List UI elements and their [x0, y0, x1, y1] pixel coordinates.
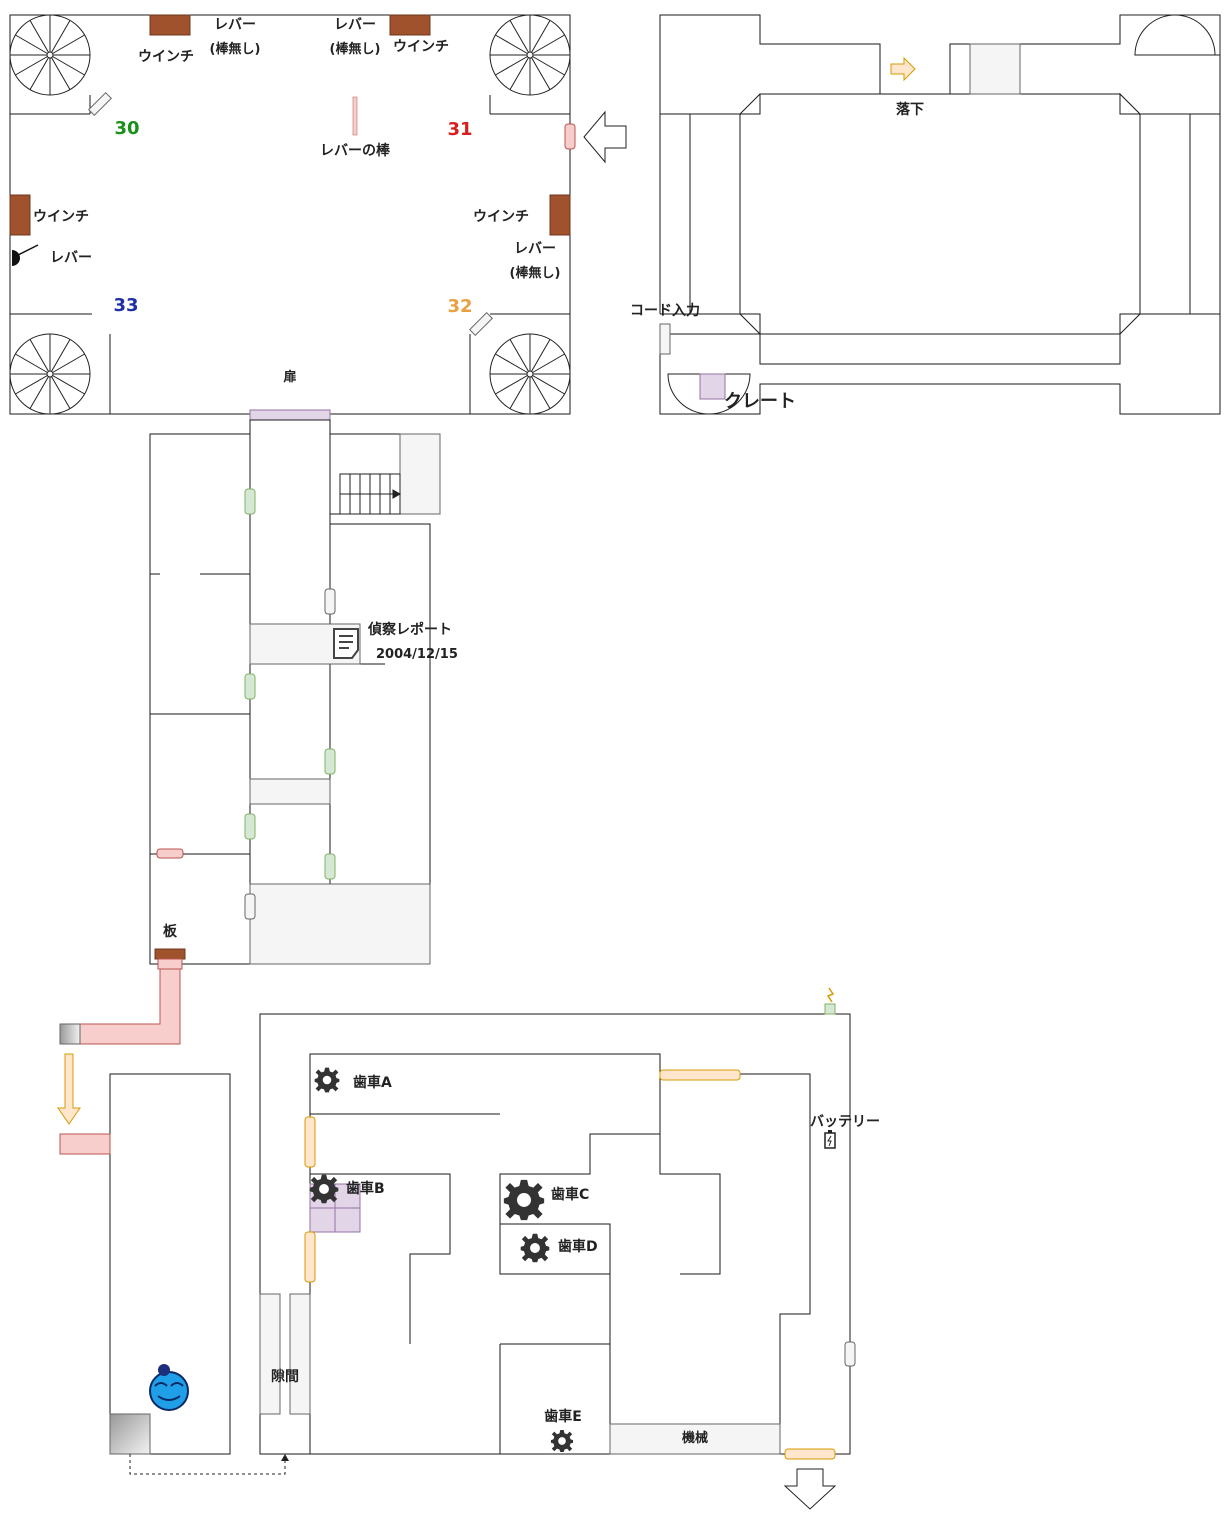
middle-area [149, 419, 441, 965]
gray-door[interactable] [324, 588, 336, 615]
orange-door[interactable] [304, 1231, 316, 1283]
floor-tile [969, 43, 1021, 95]
battery-label: バッテリー [810, 1114, 880, 1130]
player-icon[interactable] [149, 1364, 189, 1411]
passage-end [109, 1413, 151, 1455]
lever-no-rod-label: (棒無し) [330, 41, 381, 57]
arrow-icon [281, 1454, 289, 1461]
semi-circle-stairs [1134, 14, 1216, 56]
gap-pillar [289, 1293, 311, 1415]
arrow-icon [890, 56, 916, 82]
machine[interactable] [609, 1423, 781, 1455]
green-door[interactable] [324, 853, 336, 880]
green-door[interactable] [244, 673, 256, 700]
upper-right-room [659, 14, 1221, 415]
winch-icon[interactable] [9, 194, 31, 236]
landing-tile [399, 433, 441, 515]
document-icon[interactable] [333, 628, 359, 659]
floor-tile [249, 883, 431, 965]
crate-label: クレート [724, 391, 796, 412]
diagonal-door[interactable] [87, 91, 113, 117]
spiral-staircase-icon[interactable] [9, 333, 91, 415]
report-date: 2004/12/15 [376, 647, 458, 662]
pink-passage [79, 968, 181, 1045]
arrow-icon [583, 110, 627, 164]
pink-door[interactable] [564, 123, 576, 150]
report-title: 偵察レポート [367, 621, 452, 638]
gear-c-label: 歯車C [551, 1186, 589, 1203]
lever-icon[interactable] [12, 244, 39, 266]
door-purple[interactable] [249, 409, 331, 421]
passage-end [59, 1023, 81, 1045]
gear-icon[interactable] [309, 1174, 339, 1204]
room-number-31: 31 [447, 119, 472, 140]
spiral-staircase-icon[interactable] [489, 14, 571, 96]
lever-no-rod-label: (棒無し) [210, 41, 261, 57]
winch-icon[interactable] [389, 14, 431, 36]
lever-rod-label: レバーの棒 [320, 142, 391, 159]
diagonal-door[interactable] [468, 311, 494, 337]
winch-icon[interactable] [149, 14, 191, 36]
room-number-33: 33 [113, 295, 138, 316]
green-door[interactable] [244, 488, 256, 515]
gear-e-label: 歯車E [544, 1408, 582, 1425]
lever-label: レバー [50, 250, 92, 266]
gear-d-label: 歯車D [558, 1238, 598, 1255]
winch-icon[interactable] [549, 194, 571, 236]
orange-door[interactable] [304, 1116, 316, 1168]
orange-door[interactable] [659, 1069, 741, 1081]
lever-label: レバー [334, 17, 376, 33]
battery-slot[interactable] [824, 1003, 836, 1015]
fall-label: 落下 [896, 101, 924, 118]
gear-icon[interactable] [314, 1067, 340, 1093]
gear-room [259, 1013, 851, 1455]
gear-icon[interactable] [503, 1179, 545, 1221]
lever-label: レバー [514, 241, 556, 257]
door-label: 扉 [283, 369, 296, 385]
machine-label: 機械 [682, 1430, 708, 1446]
gap-pillar [259, 1293, 281, 1415]
green-door[interactable] [324, 748, 336, 775]
winch-label: ウインチ [138, 49, 194, 65]
green-door[interactable] [244, 813, 256, 840]
code-input-panel[interactable] [659, 323, 671, 355]
lever-rod-item[interactable] [352, 96, 358, 136]
gear-icon[interactable] [550, 1429, 574, 1453]
spark-icon [826, 987, 835, 1003]
gear-icon[interactable] [520, 1233, 550, 1263]
connection-line [129, 1454, 286, 1475]
pink-door[interactable] [157, 958, 183, 970]
gap-label: 隙間 [271, 1368, 299, 1385]
code-input-label: コード入力 [630, 302, 700, 319]
spiral-staircase-icon[interactable] [489, 333, 571, 415]
pink-passage [59, 1133, 111, 1155]
gray-door[interactable] [244, 893, 256, 920]
gear-b-label: 歯車B [346, 1180, 385, 1197]
bottom-left-room [109, 1073, 231, 1455]
spiral-staircase-icon[interactable] [9, 14, 91, 96]
arrow-icon [57, 1053, 81, 1125]
orange-door[interactable] [784, 1448, 836, 1460]
corridor-tile [249, 778, 331, 805]
lever-label: レバー [214, 17, 256, 33]
arrow-icon [783, 1468, 837, 1510]
winch-label: ウインチ [393, 39, 449, 55]
gear-a-label: 歯車A [353, 1074, 392, 1091]
pink-door[interactable] [156, 848, 184, 859]
lever-no-rod-label: (棒無し) [510, 265, 561, 281]
battery-icon[interactable] [824, 1130, 836, 1149]
board-item[interactable] [154, 948, 186, 960]
winch-label: ウインチ [473, 209, 529, 225]
room-number-30: 30 [114, 118, 139, 139]
gray-door[interactable] [844, 1341, 856, 1367]
stairs-icon[interactable] [339, 473, 402, 515]
board-label: 板 [163, 923, 178, 940]
room-number-32: 32 [447, 296, 472, 317]
winch-label: ウインチ [33, 209, 89, 225]
crate-item[interactable] [699, 373, 726, 400]
